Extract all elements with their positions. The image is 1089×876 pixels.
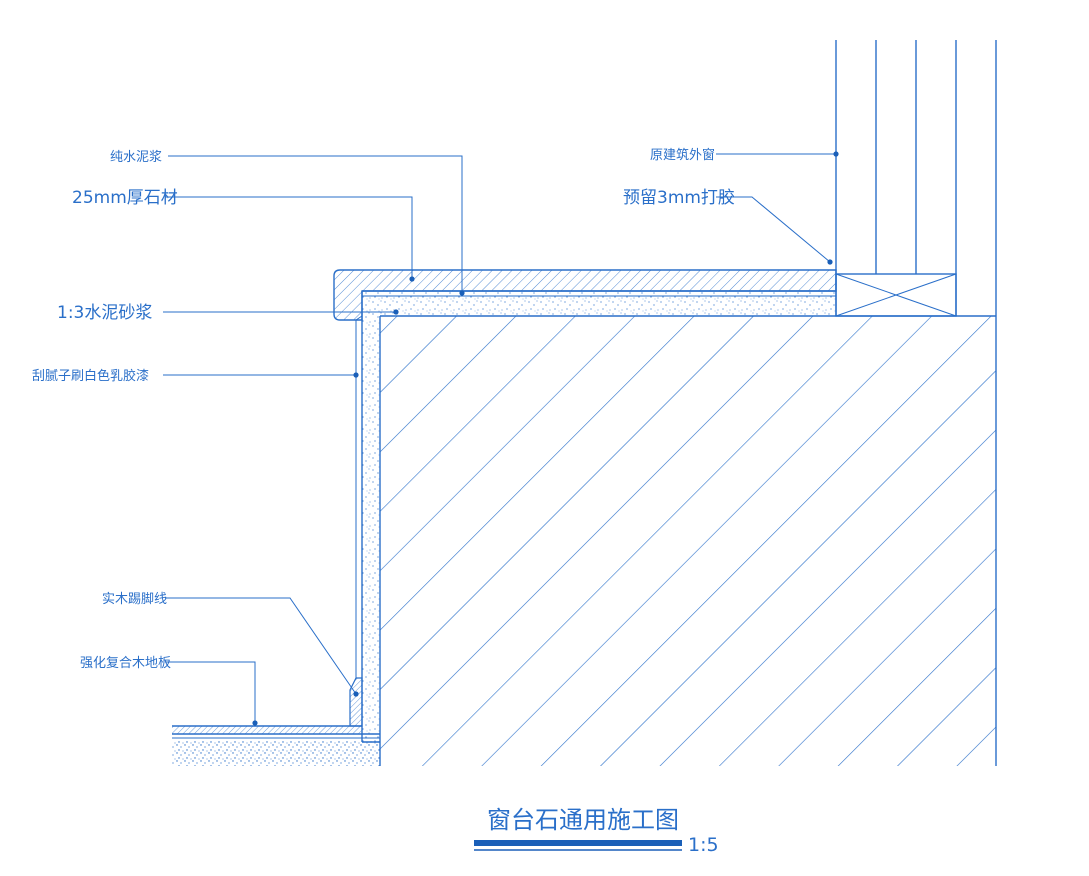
title-block: 窗台石通用施工图 1:5 [474,806,719,856]
mortar-bed [361,290,836,316]
label-existing-window: 原建筑外窗 [650,147,715,163]
floor-section [172,725,380,766]
window-frame [835,40,957,317]
annotation-labels: 纯水泥浆 25mm厚石材 1:3水泥砂浆 刮腻子刷白色乳胶漆 实木踢脚线 强化复… [32,147,735,671]
label-stone-25mm: 25mm厚石材 [72,188,178,208]
drawing-scale: 1:5 [688,834,719,856]
stone-sill [333,269,837,321]
label-putty-paint: 刮腻子刷白色乳胶漆 [32,368,149,384]
label-mortar-1-3: 1:3水泥砂浆 [57,303,152,323]
drawing-title: 窗台石通用施工图 [487,806,679,834]
label-wood-skirting: 实木踢脚线 [102,591,167,607]
wall-section [379,40,997,766]
leader-lines [163,151,839,726]
label-laminate-floor: 强化复合木地板 [80,656,171,671]
label-reserve-caulk: 预留3mm打胶 [623,188,735,208]
label-pure-cement-slurry: 纯水泥浆 [110,150,162,165]
plaster-layer [355,315,380,742]
title-underline-thick [474,840,682,846]
wood-skirting [349,677,363,727]
